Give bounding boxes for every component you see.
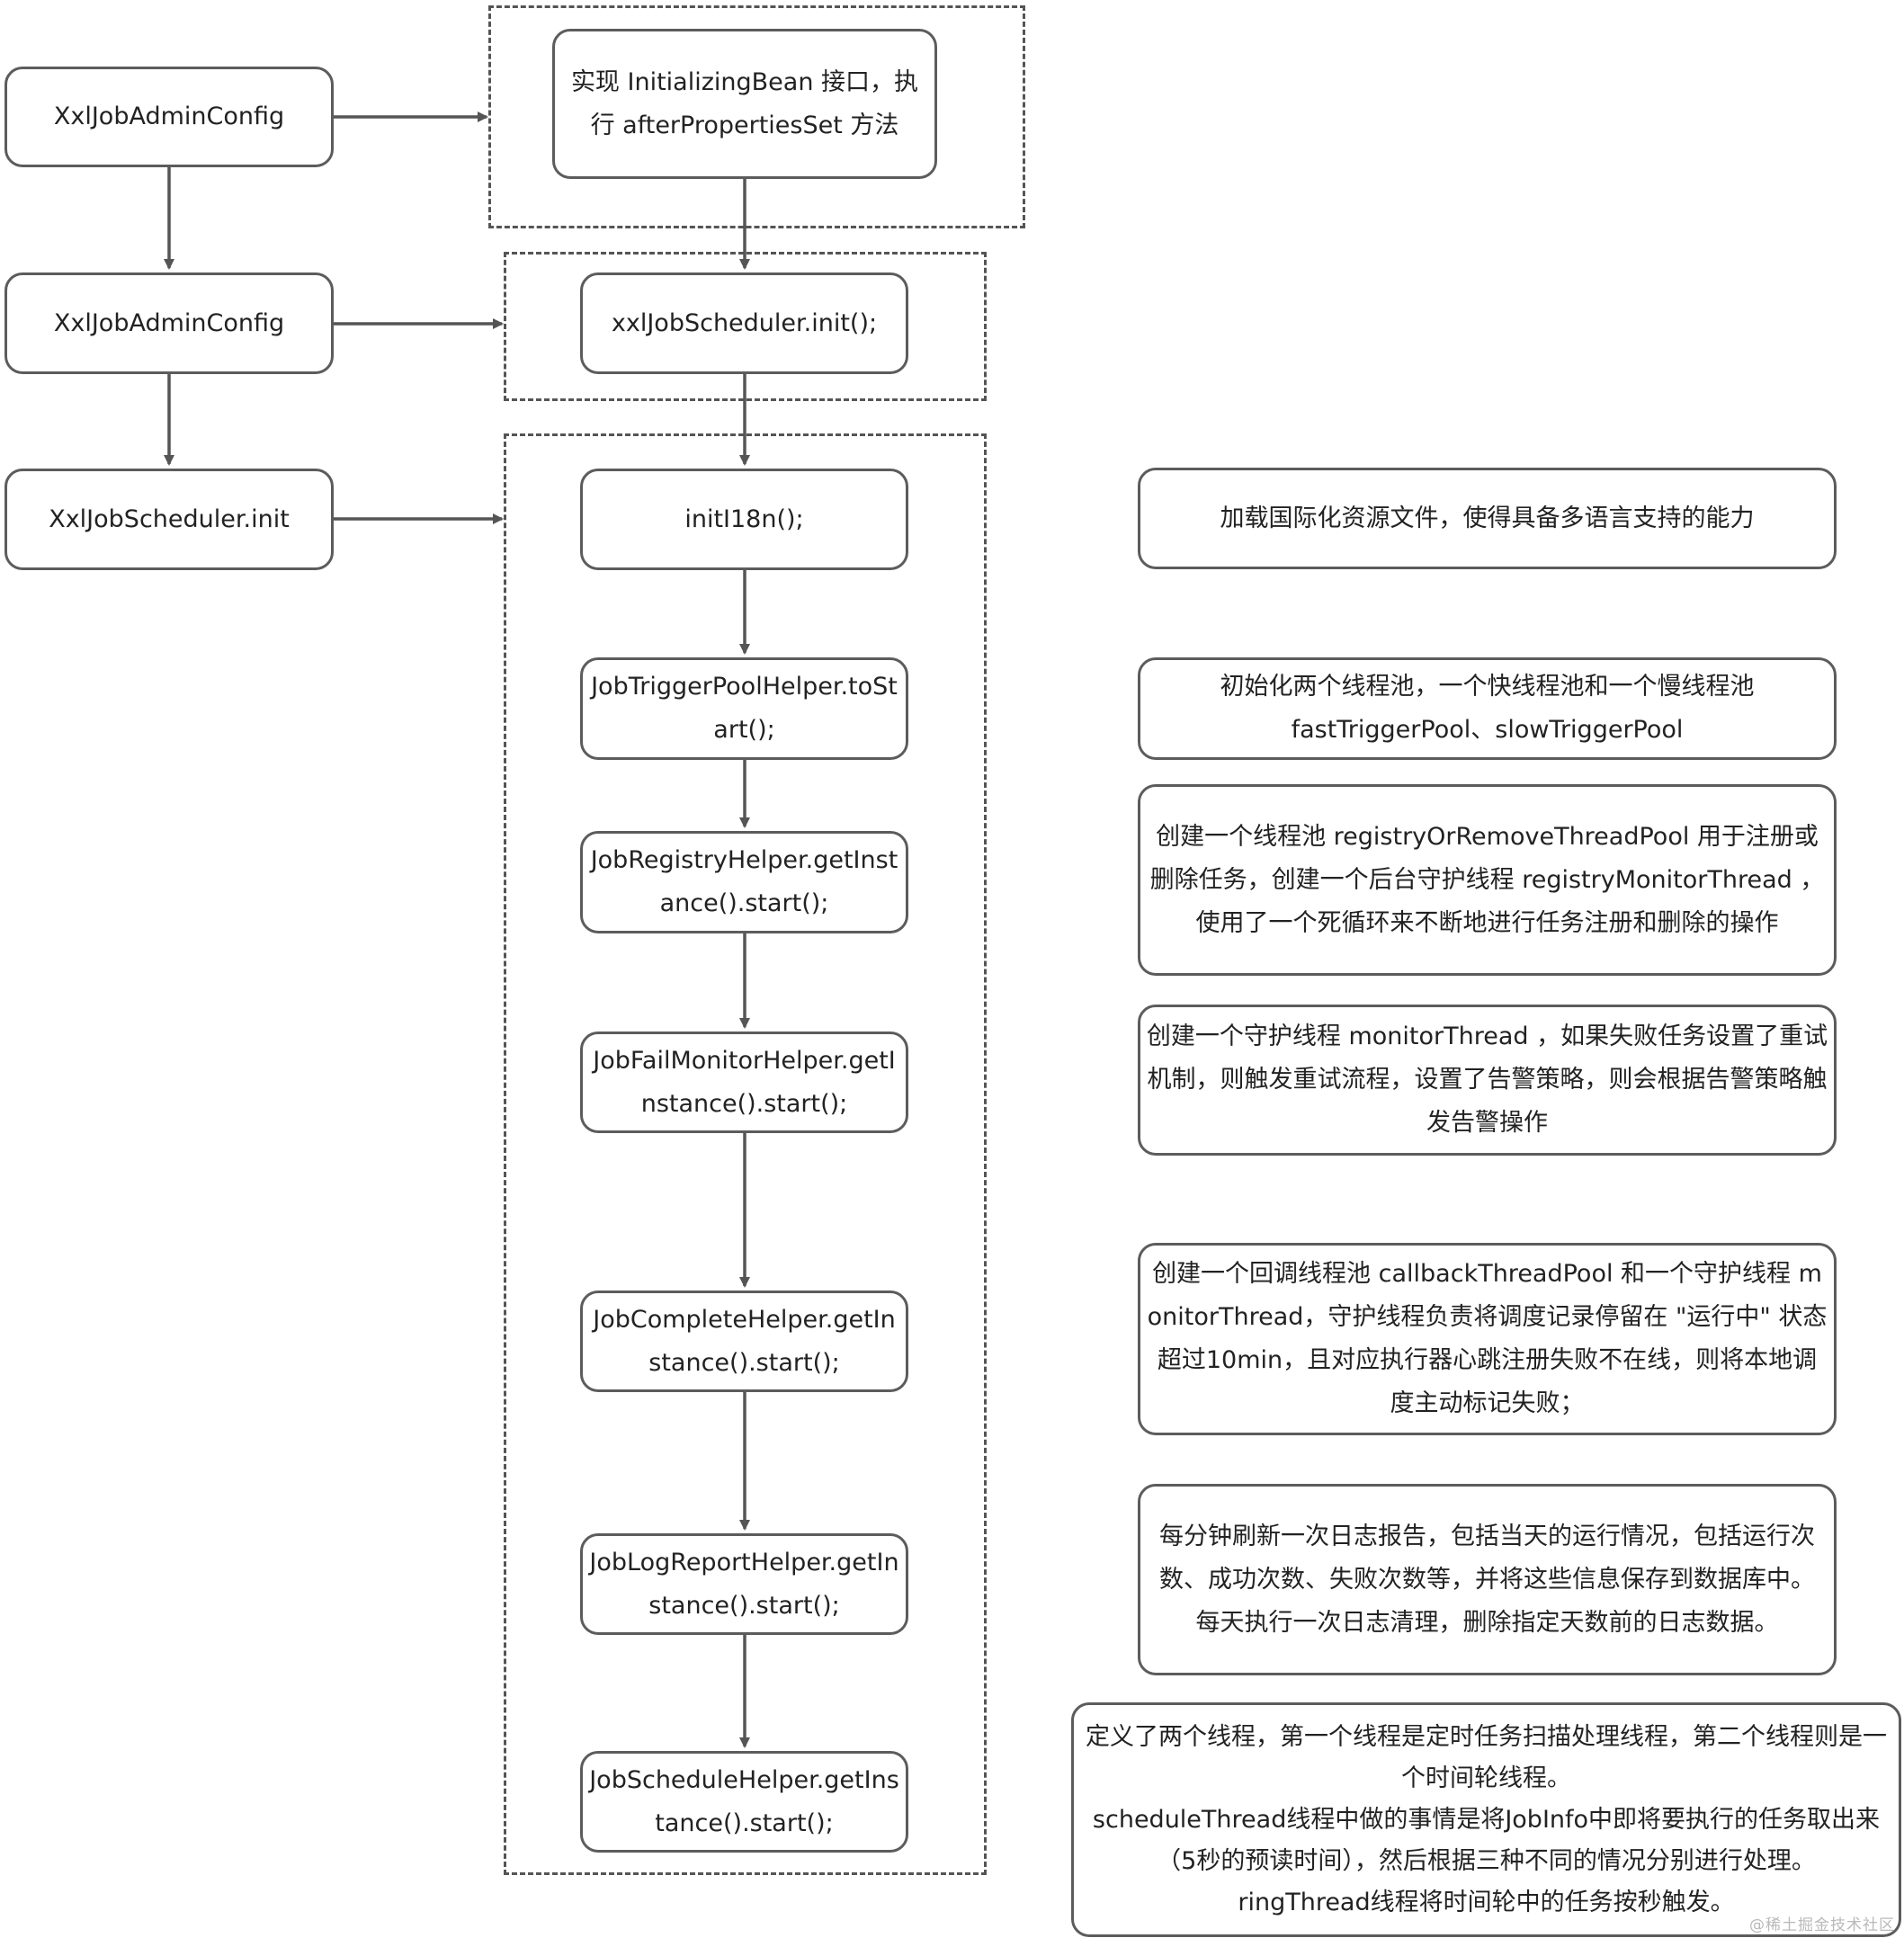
note-text: 创建一个线程池 registryOrRemoveThreadPool 用于注册或…	[1149, 822, 1825, 937]
node-label: initI18n();	[684, 505, 804, 533]
node-initializing-bean: 实现 InitializingBean 接口，执行 afterPropertie…	[552, 29, 937, 179]
watermark: @稀土掘金技术社区	[1749, 1916, 1895, 1934]
note-text: 创建一个守护线程 monitorThread ，如果失败任务设置了重试机制，则触…	[1146, 1023, 1828, 1137]
node-label: JobTriggerPoolHelper.toStart();	[591, 673, 898, 744]
node-label: XxlJobAdminConfig	[53, 103, 285, 130]
note-schedule: 定义了两个线程，第一个线程是定时任务扫描处理线程，第二个线程则是一个时间轮线程。…	[1071, 1702, 1901, 1937]
node-xxl-job-scheduler-init: XxlJobScheduler.init	[4, 469, 334, 570]
note-registry: 创建一个线程池 registryOrRemoveThreadPool 用于注册或…	[1138, 784, 1837, 976]
note-text: 创建一个回调线程池 callbackThreadPool 和一个守护线程 mon…	[1147, 1260, 1828, 1417]
node-trigger-pool-helper: JobTriggerPoolHelper.toStart();	[580, 657, 908, 760]
node-label: JobScheduleHelper.getInstance().start();	[589, 1765, 899, 1837]
node-scheduler-init-call: xxlJobScheduler.init();	[580, 272, 908, 374]
node-xxl-job-admin-config: XxlJobAdminConfig	[4, 67, 334, 167]
node-log-report-helper: JobLogReportHelper.getInstance().start()…	[580, 1533, 908, 1635]
note-text: 每分钟刷新一次日志报告，包括当天的运行情况，包括运行次数、成功次数、失败次数等，…	[1159, 1522, 1815, 1637]
node-label: JobFailMonitorHelper.getInstance().start…	[593, 1046, 896, 1118]
note-trigger-pool: 初始化两个线程池，一个快线程池和一个慢线程池 fastTriggerPool、s…	[1138, 657, 1837, 760]
note-init-i18n: 加载国际化资源文件，使得具备多语言支持的能力	[1138, 468, 1837, 569]
group-frame-config	[488, 5, 1025, 228]
node-label: XxlJobScheduler.init	[49, 505, 290, 533]
note-text: 定义了两个线程，第一个线程是定时任务扫描处理线程，第二个线程则是一个时间轮线程。…	[1086, 1722, 1887, 1916]
node-complete-helper: JobCompleteHelper.getInstance().start();	[580, 1291, 908, 1392]
note-complete: 创建一个回调线程池 callbackThreadPool 和一个守护线程 mon…	[1138, 1243, 1837, 1435]
node-label: JobCompleteHelper.getInstance().start();	[593, 1305, 896, 1377]
node-init-i18n: initI18n();	[580, 469, 908, 570]
node-registry-helper: JobRegistryHelper.getInstance().start();	[580, 831, 908, 933]
node-label: XxlJobAdminConfig	[53, 308, 285, 337]
note-log-report: 每分钟刷新一次日志报告，包括当天的运行情况，包括运行次数、成功次数、失败次数等，…	[1138, 1484, 1837, 1675]
node-label: xxlJobScheduler.init();	[611, 308, 878, 337]
node-schedule-helper: JobScheduleHelper.getInstance().start();	[580, 1751, 908, 1853]
note-text: 加载国际化资源文件，使得具备多语言支持的能力	[1220, 504, 1755, 532]
note-text: 初始化两个线程池，一个快线程池和一个慢线程池 fastTriggerPool、s…	[1220, 673, 1755, 744]
note-fail-monitor: 创建一个守护线程 monitorThread ，如果失败任务设置了重试机制，则触…	[1138, 1005, 1837, 1156]
node-fail-monitor-helper: JobFailMonitorHelper.getInstance().start…	[580, 1032, 908, 1133]
node-label: JobLogReportHelper.getInstance().start()…	[589, 1548, 899, 1620]
node-label: JobRegistryHelper.getInstance().start();	[590, 846, 898, 917]
node-xxl-job-admin-config-2: XxlJobAdminConfig	[4, 272, 334, 374]
node-label: 实现 InitializingBean 接口，执行 afterPropertie…	[570, 67, 919, 139]
